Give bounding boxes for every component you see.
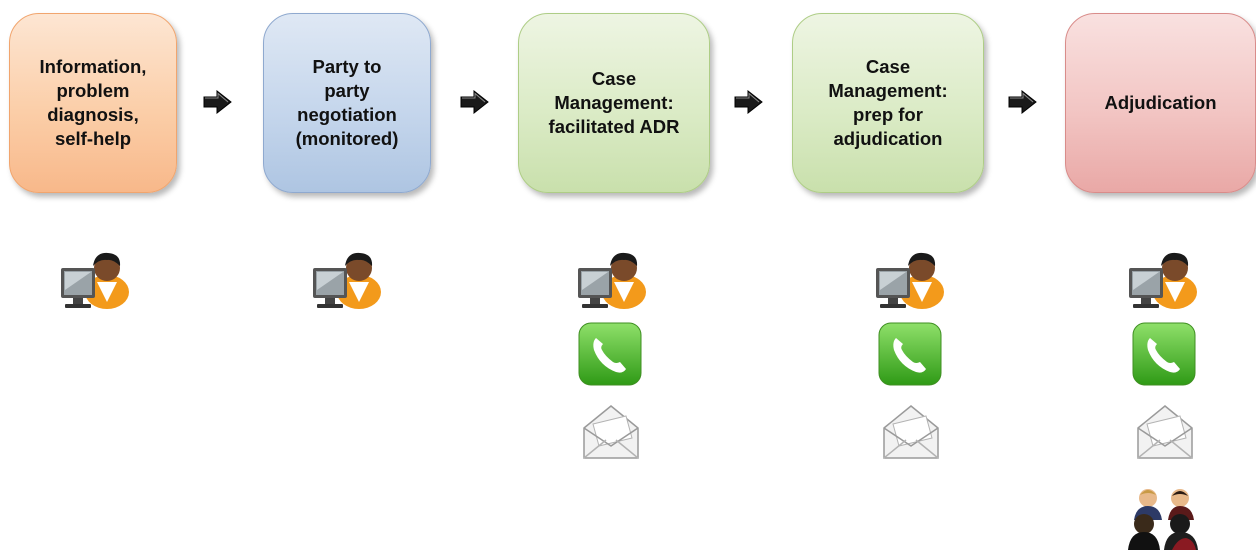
stage-label: Information, problem diagnosis, self-hel… <box>39 56 147 149</box>
computer-user-icon <box>1121 246 1201 316</box>
computer-user-icon <box>868 246 948 316</box>
mail-icon <box>580 402 642 464</box>
stage-box-adjudication: Adjudication <box>1065 13 1256 193</box>
block-arrow-right-icon <box>734 90 763 114</box>
stage-box-prep-adjudication: Case Management: prep for adjudication <box>792 13 984 193</box>
phone-icon <box>1132 322 1196 386</box>
stage-box-facilitated-adr: Case Management: facilitated ADR <box>518 13 710 193</box>
computer-user-icon <box>305 246 385 316</box>
block-arrow-right-icon <box>460 90 489 114</box>
block-arrow-right-icon <box>1008 90 1037 114</box>
stage-label: Case Management: prep for adjudication <box>828 56 948 149</box>
phone-icon <box>878 322 942 386</box>
stage-label: Case Management: facilitated ADR <box>548 68 680 137</box>
stage-label: Party to party negotiation (monitored) <box>295 56 399 149</box>
block-arrow-right-icon <box>203 90 232 114</box>
phone-icon <box>578 322 642 386</box>
stage-box-information: Information, problem diagnosis, self-hel… <box>9 13 177 193</box>
mail-icon <box>1134 402 1196 464</box>
computer-user-icon <box>53 246 133 316</box>
computer-user-icon <box>570 246 650 316</box>
meeting-people-icon <box>1128 486 1202 550</box>
stage-label: Adjudication <box>1104 92 1217 113</box>
mail-icon <box>880 402 942 464</box>
stage-box-negotiation: Party to party negotiation (monitored) <box>263 13 431 193</box>
